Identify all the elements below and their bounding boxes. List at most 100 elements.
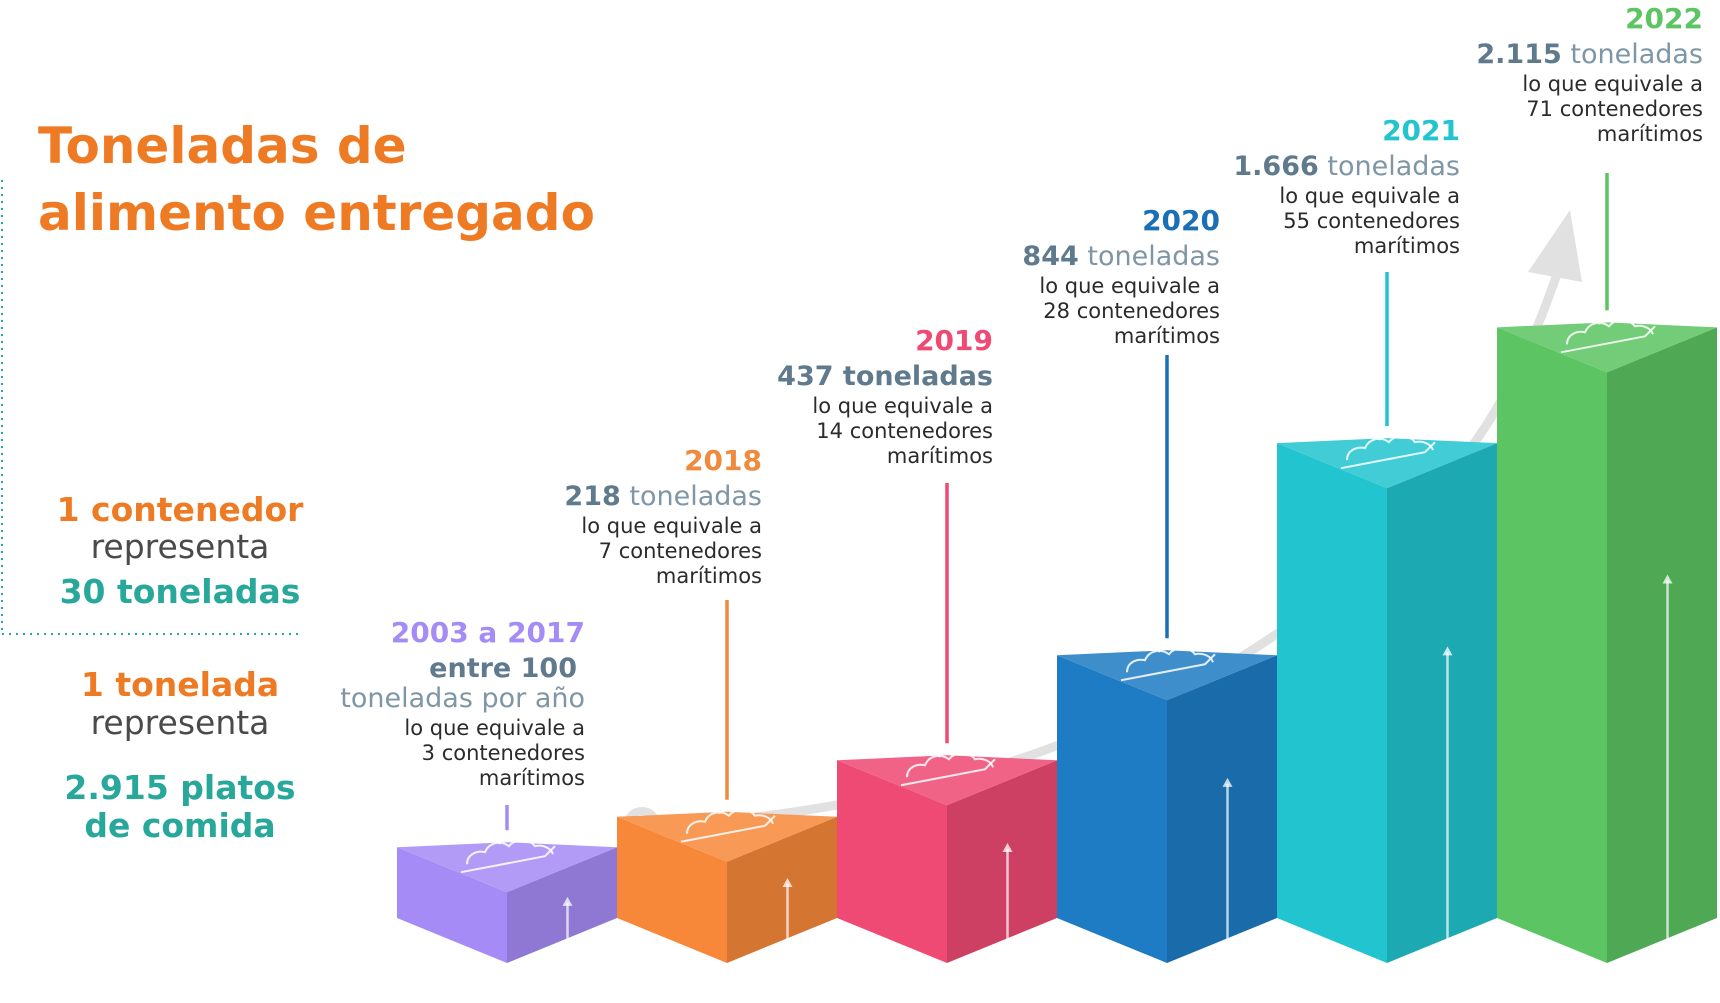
label-tonnage-unit: toneladas — [621, 481, 762, 512]
bar-right-face — [1387, 443, 1497, 963]
legend-ton-verb: representa — [91, 703, 270, 742]
bowl-base — [900, 758, 996, 787]
label-tonnage-unit: toneladas — [1079, 241, 1220, 272]
bar-top-face — [1057, 650, 1277, 701]
label-equivalence-line-3: marítimos — [1597, 122, 1703, 146]
bar-left-face — [837, 760, 947, 963]
label-equivalence-line-3: marítimos — [887, 444, 993, 468]
bar-right-face — [727, 816, 837, 963]
label-year: 2018 — [684, 444, 762, 477]
label-equivalence-line-2: 71 contenedores — [1526, 97, 1703, 121]
label-equivalence-line-1: lo que equivale a — [1279, 184, 1460, 208]
label-equivalence-line-3: marítimos — [1114, 324, 1220, 348]
bar-6 — [1497, 296, 1717, 964]
bar-arrow-head — [782, 877, 793, 887]
bars — [397, 296, 1717, 964]
food-pile — [466, 839, 554, 865]
label-equivalence-line-3: marítimos — [1354, 234, 1460, 258]
legend-container-value: 30 toneladas — [60, 572, 301, 611]
bar-left-face — [617, 816, 727, 963]
bar-arrow-icon — [1442, 646, 1453, 941]
bar-top-face — [1277, 438, 1497, 489]
label-year: 2019 — [915, 324, 993, 357]
trend-arrow-icon — [1528, 210, 1582, 282]
legend-ton-value-line-1: 2.915 platos — [64, 768, 295, 807]
legend-ton-value-line-2: de comida — [84, 806, 275, 845]
label-tonnage: 2.115 toneladas — [1476, 39, 1703, 70]
label-tonnage: 844 toneladas — [1022, 241, 1220, 272]
legend-ton-qty: 1 tonelada — [81, 665, 279, 704]
label-year: 2020 — [1142, 204, 1220, 237]
bar-arrow-icon — [1002, 842, 1013, 941]
label-tonnage-value: entre 100 — [429, 653, 577, 684]
bowl-base — [460, 845, 556, 874]
bar-arrow-head — [1442, 646, 1453, 656]
bar-left-face — [1057, 655, 1167, 963]
bar-top-face — [397, 842, 617, 893]
label-equivalence-line-3: marítimos — [656, 564, 762, 588]
label-tonnage-unit: toneladas — [1319, 151, 1460, 182]
label-equivalence-line-2: 28 contenedores — [1043, 299, 1220, 323]
label-tonnage: 218 toneladas — [564, 481, 762, 512]
label-equivalence-line-1: lo que equivale a — [404, 716, 585, 740]
bar-3 — [837, 729, 1057, 963]
bar-left-face — [1277, 443, 1387, 963]
label-tonnage-value: 218 — [564, 481, 620, 512]
label-equivalence-line-1: lo que equivale a — [581, 514, 762, 538]
chart-title-line-1: Toneladas de — [38, 117, 407, 175]
bowl-base — [680, 815, 776, 843]
label-year: 2022 — [1625, 2, 1703, 35]
label-tonnage-value: 437 toneladas — [777, 361, 993, 392]
label-tonnage: 437 toneladas — [777, 361, 993, 392]
bar-right-face — [947, 760, 1057, 963]
bar-top-face — [837, 755, 1057, 806]
bar-arrow-icon — [782, 877, 793, 941]
bowl-base — [1340, 441, 1436, 470]
bar-arrow-head — [1662, 574, 1673, 584]
bar-arrow-icon — [562, 896, 573, 941]
label-equivalence-line-2: 3 contenedores — [422, 741, 585, 765]
label-tonnage-value: 844 — [1022, 241, 1078, 272]
food-pile — [1566, 319, 1654, 345]
label-tonnage-value: 1.666 — [1233, 151, 1318, 182]
bar-4 — [1057, 624, 1277, 963]
chart-title-line-2: alimento entregado — [38, 184, 595, 242]
bar-left-face — [397, 847, 507, 963]
label-tonnage-unit: toneladas por año — [340, 683, 585, 714]
bar-right-face — [507, 847, 617, 963]
label-equivalence-line-3: marítimos — [479, 766, 585, 790]
bar-right-face — [1167, 655, 1277, 963]
bar-arrow-head — [562, 896, 573, 906]
label-equivalence-line-2: 55 contenedores — [1283, 209, 1460, 233]
bar-top-face — [617, 811, 837, 862]
legend-container-verb: representa — [91, 527, 270, 566]
bar-arrow-head — [1222, 777, 1233, 787]
label-equivalence-line-2: 7 contenedores — [599, 539, 762, 563]
label-tonnage-unit: toneladas — [1562, 39, 1703, 70]
bar-1 — [397, 816, 617, 963]
label-equivalence-line-1: lo que equivale a — [1039, 274, 1220, 298]
bar-top-face — [1497, 322, 1717, 373]
label-equivalence-line-1: lo que equivale a — [1522, 72, 1703, 96]
label-year: 2003 a 2017 — [391, 616, 585, 649]
bowl-base — [1560, 325, 1656, 354]
bowl-base — [1120, 653, 1216, 682]
food-pile — [686, 808, 774, 834]
legend-container-qty: 1 contenedor — [57, 490, 305, 529]
label-tonnage: 1.666 toneladas — [1233, 151, 1460, 182]
bar-arrow-icon — [1222, 777, 1233, 941]
bar-left-face — [1497, 327, 1607, 964]
label-equivalence-line-2: 14 contenedores — [816, 419, 993, 443]
food-pile — [906, 752, 994, 778]
label-year: 2021 — [1382, 114, 1460, 147]
food-pile — [1126, 647, 1214, 673]
label-tonnage-value: 2.115 — [1476, 39, 1561, 70]
